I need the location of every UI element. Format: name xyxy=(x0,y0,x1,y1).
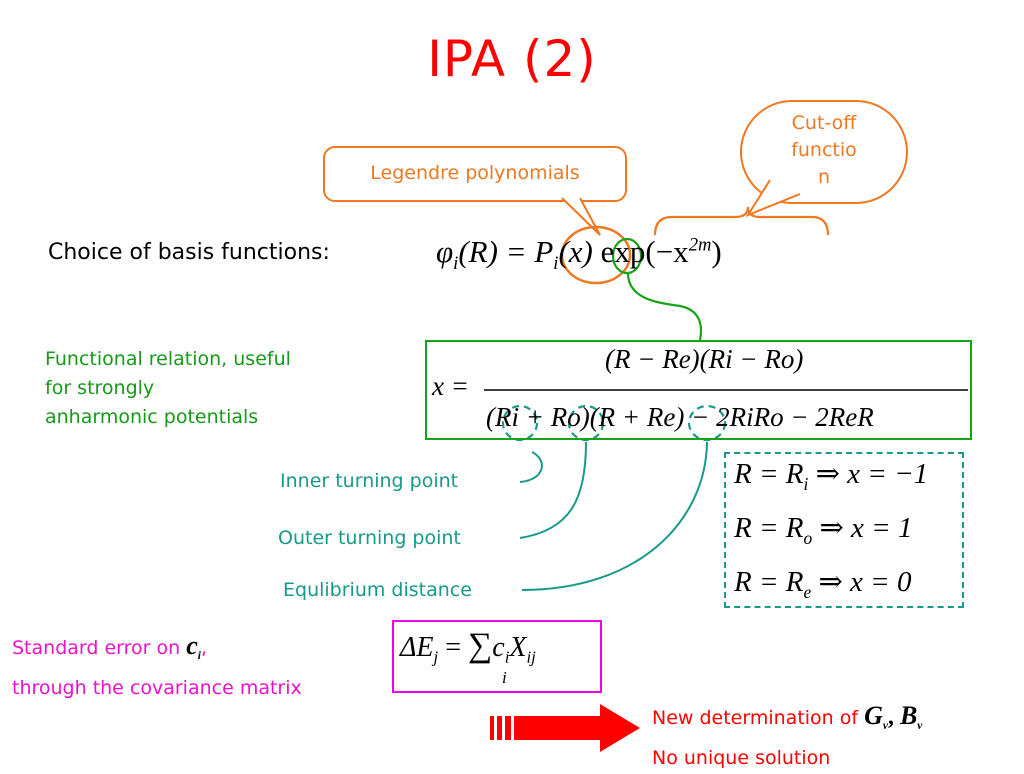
inner-turning-point-label: Inner turning point xyxy=(280,470,459,492)
exp-term: exp(−x xyxy=(592,234,689,269)
outer-connector xyxy=(519,441,587,539)
x-denominator: (Ri + Ro)(R + Re) − 2RiRo − 2ReR xyxy=(486,402,874,432)
basis-lhs: (R) = xyxy=(458,234,535,269)
cases-box xyxy=(724,452,964,608)
functional-relation-text: Functional relation, useful for strongly… xyxy=(45,345,291,432)
ri-dashed-circle xyxy=(501,404,539,442)
c-symbol: c xyxy=(186,631,198,660)
arrow-stripe-3 xyxy=(505,716,511,740)
legendre-p: P xyxy=(534,234,554,269)
cutoff-line-1: Cut-off xyxy=(791,112,857,134)
exp-close: ) xyxy=(711,234,722,269)
exp-bracket xyxy=(653,206,830,236)
case-inner: R = Ri ⇒ x = −1 xyxy=(734,458,929,494)
choice-label: Choice of basis functions: xyxy=(48,240,330,265)
new-determination-text: New determination of Gv, Bv No unique so… xyxy=(652,700,922,774)
equil-connector xyxy=(521,441,708,591)
re-dashed-circle xyxy=(687,404,727,442)
standard-error-text: Standard error on ci, through the covari… xyxy=(12,630,302,704)
ro-dashed-circle xyxy=(567,404,605,442)
legendre-callout-tail xyxy=(561,197,601,236)
inner-connector xyxy=(519,451,543,483)
x-lhs: x = xyxy=(432,371,469,401)
phi-subscript: i xyxy=(453,253,459,275)
outer-turning-point-label: Outer turning point xyxy=(278,527,461,549)
cutoff-line-3: n xyxy=(817,166,831,188)
std-error-line-1: Standard error on ci, xyxy=(12,631,207,662)
std-error-line-2: through the covariance matrix xyxy=(12,676,302,699)
phi-symbol: φ xyxy=(436,234,454,269)
legendre-arg: (x) xyxy=(558,234,593,269)
sum-symbol: ∑ xyxy=(468,627,493,664)
delta-e-equation: ΔEj = ∑ciXij xyxy=(400,627,536,667)
arrow-stripe-2 xyxy=(497,716,502,740)
sum-index: i xyxy=(502,668,507,687)
p-highlight-circle xyxy=(560,225,632,285)
basis-equation: φi(R) = Pi(x) exp(−x2m) xyxy=(436,234,722,275)
case-outer: R = Ro ⇒ x = 1 xyxy=(734,512,913,548)
arrow-stripe-1 xyxy=(490,716,494,740)
equilibrium-distance-label: Equlibrium distance xyxy=(283,579,472,601)
red-arrow xyxy=(514,704,640,752)
legendre-callout: Legendre polynomials xyxy=(323,146,627,202)
new-det-line-2: No unique solution xyxy=(652,746,831,769)
slide-title: IPA (2) xyxy=(427,30,597,88)
func-rel-line-2: for strongly xyxy=(45,377,155,399)
new-det-line-1: New determination of Gv, Bv xyxy=(652,701,923,732)
c-subscript: i xyxy=(197,649,201,662)
x-numerator: (R − Re)(Ri − Ro) xyxy=(605,344,804,374)
fraction-bar xyxy=(484,389,968,391)
func-rel-line-1: Functional relation, useful xyxy=(45,348,291,370)
exp-power: 2m xyxy=(688,234,712,256)
x-definition-box xyxy=(425,340,972,440)
cutoff-line-2: functio xyxy=(791,139,857,161)
case-equilibrium: R = Re ⇒ x = 0 xyxy=(734,566,912,602)
func-rel-line-3: anharmonic potentials xyxy=(45,406,259,428)
green-connector xyxy=(626,272,703,341)
cutoff-callout-tail xyxy=(745,179,801,218)
legendre-p-subscript: i xyxy=(553,253,559,275)
delta-e-box xyxy=(392,620,602,693)
